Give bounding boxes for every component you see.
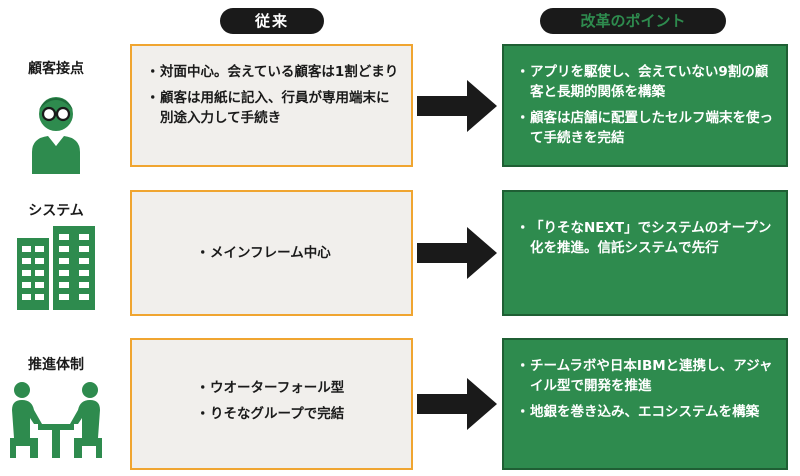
category-organization: 推進体制 <box>0 354 112 460</box>
old-box-organization: ウオーターフォール型 りそなグループで完結 <box>130 338 413 470</box>
arrow-right-icon <box>417 80 497 132</box>
new-box-customer-contact: アプリを駆使し、会えていない9割の顧客と長期的関係を構築 顧客は店舗に配置したセ… <box>502 44 788 167</box>
new-item: 「りそなNEXT」でシステムのオープン化を推進。信託システムで先行 <box>516 218 776 258</box>
old-item: 対面中心。会えている顧客は1割どまり <box>146 62 401 82</box>
category-system: システム <box>0 200 112 312</box>
person-with-glasses-icon <box>32 97 80 174</box>
old-item: ウオーターフォール型 <box>196 378 401 398</box>
category-label: 顧客接点 <box>28 61 84 77</box>
old-box-system: メインフレーム中心 <box>130 190 413 316</box>
old-item: りそなグループで完結 <box>196 404 401 424</box>
new-item: アプリを駆使し、会えていない9割の顧客と長期的関係を構築 <box>516 62 776 102</box>
old-box-customer-contact: 対面中心。会えている顧客は1割どまり 顧客は用紙に記入、行員が専用端末に別途入力… <box>130 44 413 167</box>
arrow-right-icon <box>417 378 497 430</box>
category-label: システム <box>28 203 84 219</box>
old-item: 顧客は用紙に記入、行員が専用端末に別途入力して手続き <box>146 88 401 128</box>
buildings-icon <box>17 226 95 310</box>
new-item: チームラボや日本IBMと連携し、アジャイル型で開発を推進 <box>516 356 776 396</box>
header-old: 従来 <box>220 8 324 34</box>
header-new: 改革のポイント <box>540 8 726 34</box>
new-box-system: 「りそなNEXT」でシステムのオープン化を推進。信託システムで先行 <box>502 190 788 316</box>
category-customer-contact: 顧客接点 <box>0 58 112 174</box>
meeting-table-icon <box>10 382 102 458</box>
new-box-organization: チームラボや日本IBMと連携し、アジャイル型で開発を推進 地銀を巻き込み、エコシ… <box>502 338 788 470</box>
new-item: 顧客は店舗に配置したセルフ端末を使って手続きを完結 <box>516 108 776 148</box>
category-label: 推進体制 <box>28 357 84 373</box>
new-item: 地銀を巻き込み、エコシステムを構築 <box>516 402 776 422</box>
arrow-right-icon <box>417 227 497 279</box>
old-item: メインフレーム中心 <box>196 243 331 263</box>
